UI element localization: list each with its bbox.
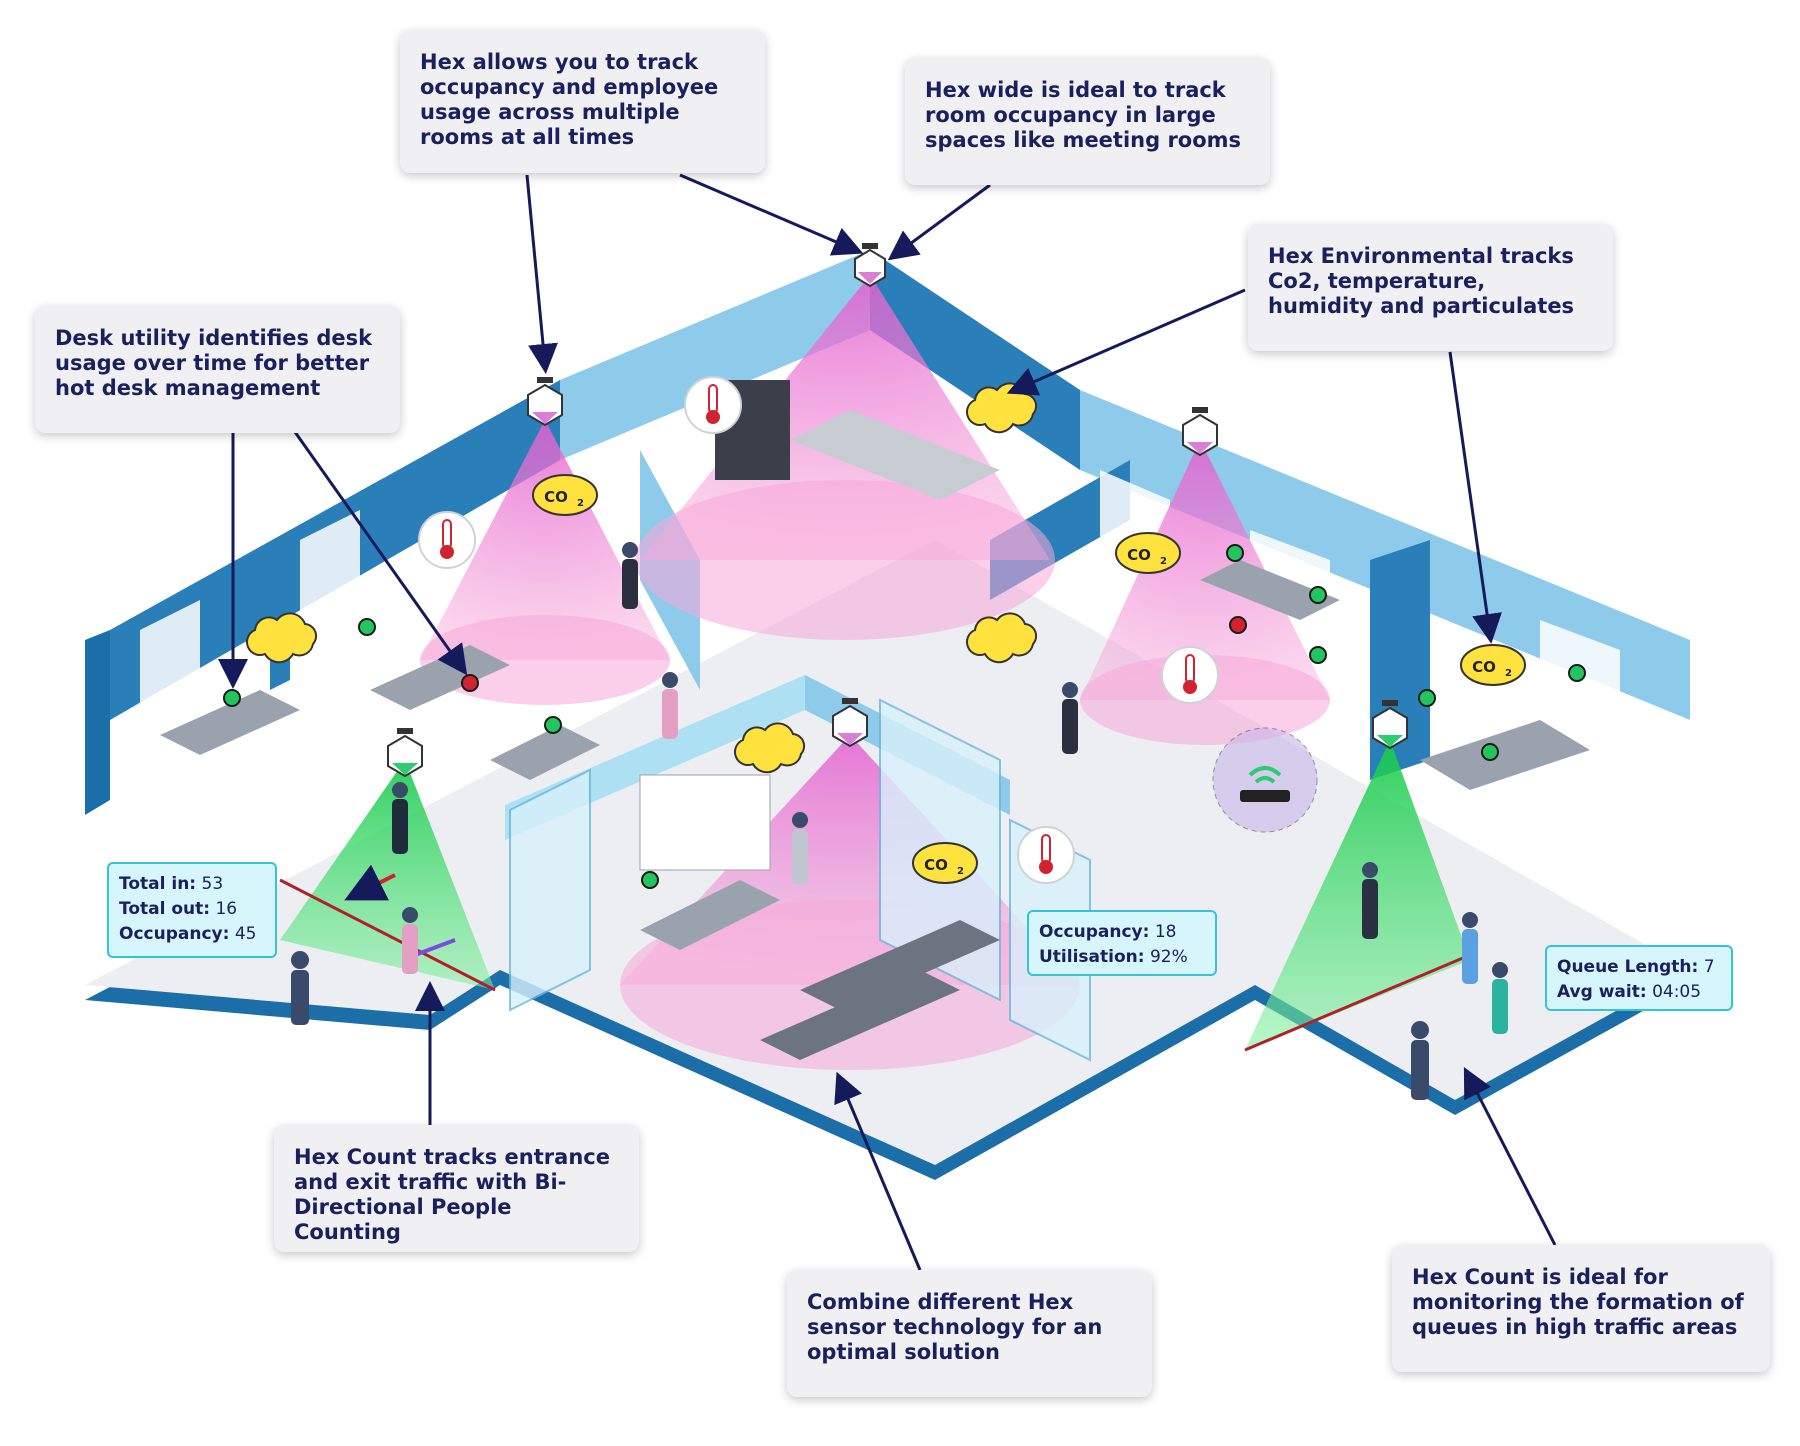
whiteboard [639, 774, 771, 871]
desk-led-red [1229, 616, 1247, 634]
stat-value: 7 [1703, 957, 1715, 977]
svg-text:CO: CO [924, 856, 948, 874]
stat-label: Avg wait: [1557, 982, 1647, 1002]
svg-text:CO: CO [1472, 658, 1496, 676]
stat-label: Occupancy: [1039, 922, 1150, 942]
zone-cone-right [1080, 440, 1330, 700]
desk-led-green [1309, 586, 1327, 604]
co2-cloud-icon: CO 2 [532, 474, 598, 516]
ceiling-sensor-icon [387, 728, 423, 778]
thermometer-icon [418, 511, 476, 569]
stat-value: 53 [201, 874, 224, 894]
callout-track-occupancy: Hex allows you to track occupancy and em… [400, 30, 765, 173]
green-count-zones [279, 740, 1471, 1052]
desk-led-green [358, 618, 376, 636]
stat-label: Utilisation: [1039, 947, 1145, 967]
desk-led-green [1568, 664, 1586, 682]
zone-cone-left [420, 420, 670, 660]
count-line-entrance [279, 878, 496, 992]
co2-cloud-icon: CO 2 [912, 842, 978, 884]
callout-arrows [218, 173, 1557, 1271]
desk-led-green [1481, 743, 1499, 761]
entrance-counter-stats: Total in: 53 Total out: 16 Occupancy: 45 [107, 862, 277, 958]
people [291, 542, 1508, 1100]
svg-text:2: 2 [957, 866, 964, 877]
thermometer-icon [684, 376, 742, 434]
svg-text:2: 2 [1160, 556, 1167, 567]
stat-label: Queue Length: [1557, 957, 1699, 977]
svg-text:CO: CO [544, 488, 568, 506]
zone-queue [1245, 740, 1470, 1050]
stat-value: 16 [215, 899, 238, 919]
callout-combine-sensors: Combine different Hex sensor technology … [787, 1270, 1152, 1397]
callout-hex-wide: Hex wide is ideal to track room occupanc… [905, 58, 1270, 185]
stat-value: 92% [1149, 947, 1188, 967]
queue-stats: Queue Length: 7 Avg wait: 04:05 [1545, 945, 1733, 1011]
particulate-cloud-icon [966, 612, 1038, 664]
stat-label: Occupancy: [119, 924, 230, 944]
furniture [160, 380, 1590, 1060]
zone-floor-left [420, 615, 670, 705]
co2-cloud-icon: CO 2 [1115, 532, 1181, 574]
desk-led-green [1418, 689, 1436, 707]
desk-led-green [1309, 646, 1327, 664]
particulate-cloud-icon [966, 382, 1038, 434]
zone-floor-right [1080, 655, 1330, 745]
stat-value: 18 [1154, 922, 1177, 942]
direction-arrow-in [414, 938, 456, 957]
stat-label: Total in: [119, 874, 197, 894]
ceiling-sensor-icon [1182, 407, 1218, 457]
stat-label: Total out: [119, 899, 211, 919]
stat-value: 45 [234, 924, 257, 944]
callout-hex-count-entrance: Hex Count tracks entrance and exit traff… [274, 1125, 639, 1252]
callout-environmental: Hex Environmental tracks Co2, temperatur… [1248, 224, 1613, 351]
desk-led-green [223, 689, 241, 707]
wifi-router-icon [1212, 727, 1318, 833]
desk-status-leds [223, 544, 1586, 889]
ceiling-sensor-icon [832, 698, 868, 748]
thermometer-icon [1161, 646, 1219, 704]
thermometer-icon [1017, 826, 1075, 884]
desk-led-green [544, 716, 562, 734]
co2-cloud-icon: CO 2 [1460, 644, 1526, 686]
zone-floor-meeting [635, 480, 1055, 640]
desk-led-green [1226, 544, 1244, 562]
particulate-cloud-icon [734, 722, 806, 774]
callout-queue-monitoring: Hex Count is ideal for monitoring the fo… [1392, 1245, 1770, 1372]
stat-value: 04:05 [1652, 982, 1702, 1002]
svg-text:2: 2 [1505, 668, 1512, 679]
desk-led-red [461, 674, 479, 692]
ceiling-sensor-icon [527, 377, 563, 427]
count-line-queue [1244, 953, 1471, 1052]
particulate-cloud-icon [246, 612, 318, 664]
desk-led-green [641, 871, 659, 889]
ceiling-sensor-icon [854, 243, 886, 288]
direction-arrow-out [344, 864, 396, 901]
svg-text:2: 2 [577, 498, 584, 509]
callout-desk-utility: Desk utility identifies desk usage over … [35, 306, 400, 433]
room-occupancy-stats: Occupancy: 18 Utilisation: 92% [1027, 910, 1217, 976]
svg-text:CO: CO [1127, 546, 1151, 564]
ceiling-sensor-icon [1372, 700, 1408, 750]
